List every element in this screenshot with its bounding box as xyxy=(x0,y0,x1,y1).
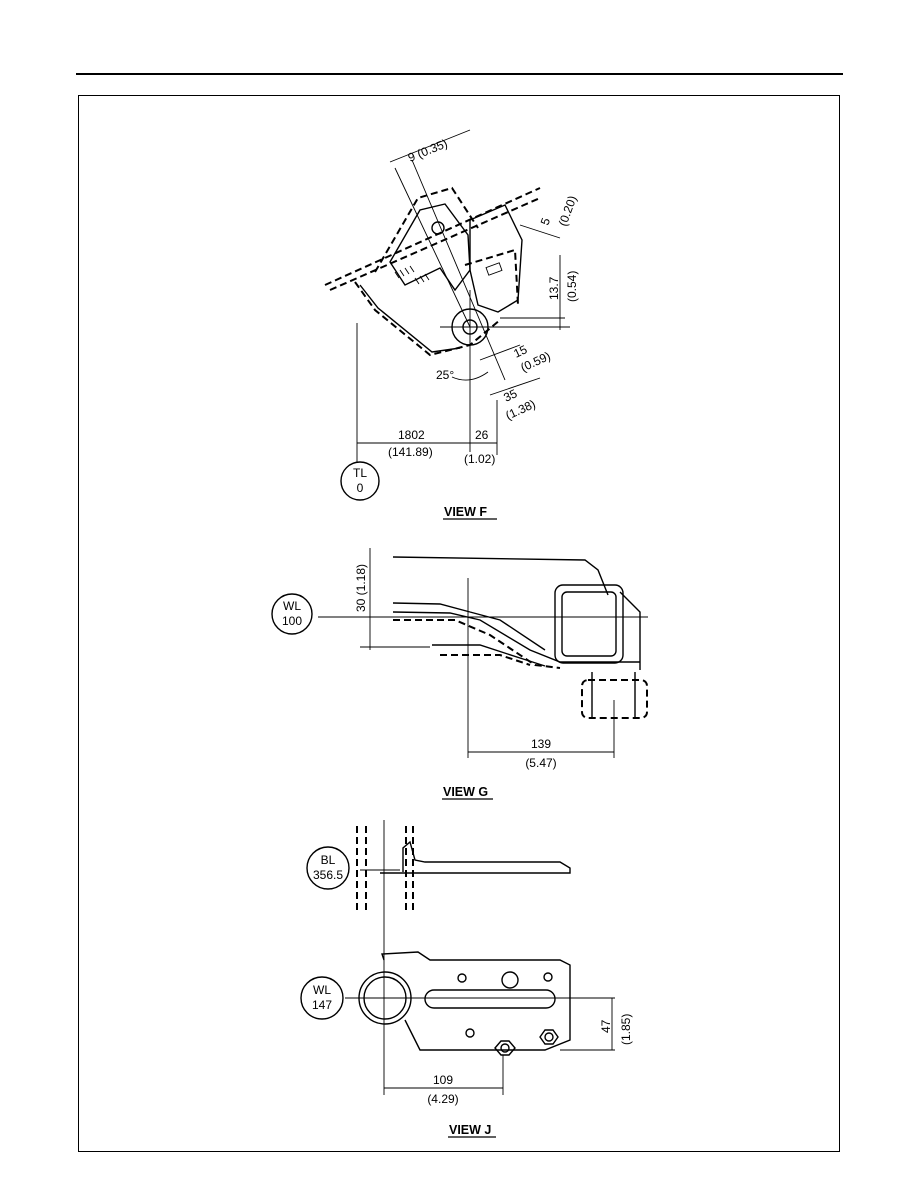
view-f-dim-0-54: (0.54) xyxy=(565,271,579,302)
view-g-wl-label: WL xyxy=(283,599,301,613)
view-j-caption: VIEW J xyxy=(449,1123,491,1137)
view-j-hole-1 xyxy=(457,973,467,983)
view-f-angle-25: 25° xyxy=(436,368,454,382)
view-g-mid-panel-a xyxy=(392,602,471,613)
view-f-dim-35: 35 xyxy=(501,386,519,404)
view-f-dim-35-line xyxy=(489,377,541,396)
view-f-lower-edge xyxy=(359,284,461,353)
view-j-nut-2 xyxy=(539,1029,559,1045)
view-j-bl-bubble xyxy=(306,846,350,890)
view-g-lower-dash xyxy=(440,654,531,666)
view-f-dim-0-20: (0.20) xyxy=(556,194,580,228)
view-f-peak-outline xyxy=(374,186,479,273)
view-j-long-slot xyxy=(424,989,556,1009)
view-f-tl-value: 0 xyxy=(357,481,364,495)
view-f-dim-15: 15 xyxy=(511,342,529,360)
view-g-dim-139: 139 xyxy=(531,737,551,751)
view-j-top-profile xyxy=(380,840,571,874)
view-j: BL 356.5 WL 147 47 (1.85) 109 (4.29) VIE… xyxy=(300,820,633,1138)
page-top-rule xyxy=(76,73,843,75)
view-g: 30 (1.18) WL 100 139 (5.47) VIEW G xyxy=(271,548,648,800)
view-f-bracket-body xyxy=(389,203,471,292)
view-j-hole-2 xyxy=(501,971,519,989)
view-j-nut-1 xyxy=(494,1040,516,1056)
view-g-box-strap xyxy=(619,591,641,670)
view-f-hatching xyxy=(394,265,430,285)
view-j-wl-value: 147 xyxy=(312,998,332,1012)
view-j-dim-4-29: (4.29) xyxy=(427,1092,458,1106)
view-f-slot xyxy=(485,262,503,276)
drawing-frame xyxy=(78,95,840,1152)
view-f-dim-5: 5 xyxy=(538,216,554,227)
view-f-dim-1-02: (1.02) xyxy=(464,452,495,466)
view-f-dim-5-line xyxy=(519,224,561,239)
view-f-dim-9: 9 (0.35) xyxy=(406,136,450,164)
view-f-dim-26: 26 xyxy=(475,428,489,442)
view-f-dim-9-line xyxy=(389,129,471,163)
view-g-mid-panel-c xyxy=(469,611,546,651)
view-g-dim-30: 30 (1.18) xyxy=(354,564,368,612)
view-j-hole-3 xyxy=(543,972,553,982)
view-j-wl-label: WL xyxy=(313,983,331,997)
view-f: 9 (0.35) 5 (0.20) 13.7 (0.54) 15 (0.59) … xyxy=(324,129,580,520)
view-g-wl-bubble xyxy=(271,593,313,635)
view-g-box-outer xyxy=(554,584,624,664)
view-g-dash-lower xyxy=(393,619,561,669)
view-g-mount-studs xyxy=(591,672,636,718)
view-g-caption: VIEW G xyxy=(443,785,488,799)
view-j-plate xyxy=(381,951,571,1051)
view-g-lower-bracket xyxy=(432,644,546,667)
view-g-top-panel xyxy=(392,556,609,596)
view-g-wl-value: 100 xyxy=(282,614,302,628)
view-j-nut-2-hole xyxy=(544,1032,554,1042)
view-j-wl-bubble xyxy=(300,976,344,1020)
view-f-panel-lower xyxy=(329,197,541,291)
view-j-dim-47: 47 xyxy=(599,1019,613,1033)
view-f-tl-bubble xyxy=(340,461,380,501)
view-f-flange-dash xyxy=(464,248,519,306)
view-g-mount-block xyxy=(581,679,648,719)
view-j-nut-1-hole xyxy=(500,1043,510,1053)
view-j-dim-1-85: (1.85) xyxy=(619,1014,633,1045)
view-f-angle-arc xyxy=(451,371,489,381)
view-f-dim-13-7: 13.7 xyxy=(547,276,561,300)
view-f-dim-141-89: (141.89) xyxy=(388,445,433,459)
view-j-bl-value: 356.5 xyxy=(313,868,343,882)
view-j-hole-4 xyxy=(465,1028,475,1038)
view-f-dim-15-line xyxy=(479,344,521,361)
view-g-dim-5-47: (5.47) xyxy=(525,756,556,770)
view-g-mid-panel-b xyxy=(392,611,640,663)
view-f-lower-outline xyxy=(354,281,501,357)
view-f-centerline-a xyxy=(394,167,471,328)
view-j-bl-label: BL xyxy=(321,853,336,867)
view-f-dim-1802: 1802 xyxy=(398,428,425,442)
view-f-caption: VIEW F xyxy=(444,505,487,519)
view-g-box-inner xyxy=(561,591,617,657)
view-f-centerline-b xyxy=(411,159,506,381)
view-f-tl-label: TL xyxy=(353,466,367,480)
view-f-panel-upper xyxy=(324,187,541,286)
view-j-dim-109: 109 xyxy=(433,1073,453,1087)
view-f-right-flange xyxy=(469,204,523,313)
